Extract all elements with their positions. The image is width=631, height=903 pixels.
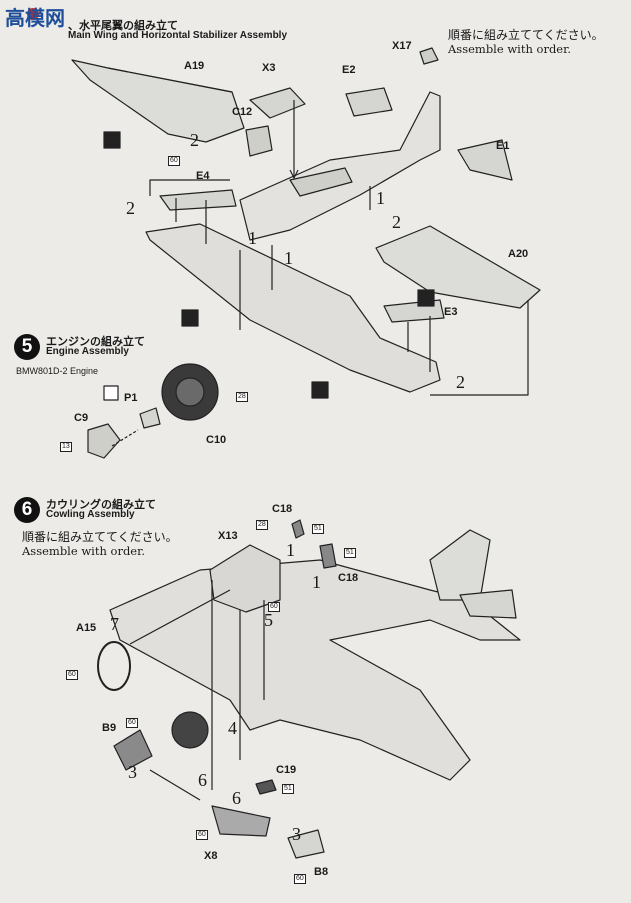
part-c18-right: C18 bbox=[338, 572, 359, 584]
part-badge: 60 bbox=[126, 718, 138, 728]
part-badge: 51 bbox=[312, 524, 324, 534]
part-badge: 60 bbox=[66, 670, 78, 680]
step6-note-en: Assemble with order. bbox=[22, 544, 146, 558]
order-number: 1 bbox=[312, 572, 321, 592]
part-p1: P1 bbox=[124, 392, 138, 404]
part-badge: 60 bbox=[294, 874, 306, 884]
order-number: 4 bbox=[228, 718, 237, 738]
step4-note-jp: 順番に組み立ててください。 bbox=[448, 28, 604, 42]
part-e4: E4 bbox=[196, 170, 210, 182]
part-e2: E2 bbox=[342, 64, 356, 76]
order-number: 2 bbox=[190, 130, 199, 150]
order-number: 2 bbox=[392, 212, 401, 232]
part-e3: E3 bbox=[444, 306, 458, 318]
part-c12: C12 bbox=[232, 106, 253, 118]
part-c19: C19 bbox=[276, 764, 297, 776]
order-number: 2 bbox=[126, 198, 135, 218]
step5-title-en: Engine Assembly bbox=[46, 346, 129, 357]
part-badge: 60 bbox=[268, 602, 280, 612]
part-badge: 51 bbox=[344, 548, 356, 558]
step6-title-jp: カウリングの組み立て bbox=[46, 499, 156, 511]
part-x8: X8 bbox=[204, 850, 218, 862]
part-badge: 60 bbox=[168, 156, 180, 166]
part-x13: X13 bbox=[218, 530, 238, 542]
part-badge: 28 bbox=[236, 392, 248, 402]
part-badge: 28 bbox=[256, 520, 268, 530]
part-a15: A15 bbox=[76, 622, 97, 634]
part-b8: B8 bbox=[314, 866, 329, 878]
part-x3: X3 bbox=[262, 62, 276, 74]
step5-number: 5 bbox=[14, 334, 40, 360]
step6-title-en: Cowling Assembly bbox=[46, 509, 135, 520]
order-number: 1 bbox=[284, 248, 293, 268]
part-e1: E1 bbox=[496, 140, 510, 152]
part-x17: X17 bbox=[392, 40, 412, 52]
order-number: 5 bbox=[264, 610, 273, 630]
order-number: 6 bbox=[232, 788, 241, 808]
step6-number: 6 bbox=[14, 497, 40, 523]
part-c9: C9 bbox=[74, 412, 89, 424]
order-number: 3 bbox=[292, 824, 301, 844]
step5-title-jp: エンジンの組み立て bbox=[46, 336, 145, 348]
order-number: 7 bbox=[110, 614, 119, 634]
part-a20: A20 bbox=[508, 248, 529, 260]
part-c18-top: C18 bbox=[272, 503, 293, 515]
site-logo: 高模网 bbox=[3, 3, 67, 37]
step4-note-en: Assemble with order. bbox=[448, 42, 572, 56]
logo-text: 高模网 bbox=[5, 6, 65, 30]
order-number: 1 bbox=[376, 188, 385, 208]
step5-subtitle: BMW801D-2 Engine bbox=[16, 366, 99, 376]
part-b9: B9 bbox=[102, 722, 117, 734]
order-number: 3 bbox=[128, 762, 137, 782]
part-a19: A19 bbox=[184, 60, 205, 72]
step4-title-en: Main Wing and Horizontal Stabilizer Asse… bbox=[68, 30, 288, 41]
order-number: 1 bbox=[286, 540, 295, 560]
part-c10: C10 bbox=[206, 434, 227, 446]
part-badge: 13 bbox=[60, 442, 72, 452]
part-badge: 51 bbox=[282, 784, 294, 794]
part-badge: 60 bbox=[196, 830, 208, 840]
order-number: 1 bbox=[248, 228, 257, 248]
order-number: 2 bbox=[456, 372, 465, 392]
step4-title-jp: 、水平尾翼の組み立て bbox=[68, 20, 178, 32]
step6-note-jp: 順番に組み立ててください。 bbox=[22, 530, 178, 544]
order-number: 6 bbox=[198, 770, 207, 790]
